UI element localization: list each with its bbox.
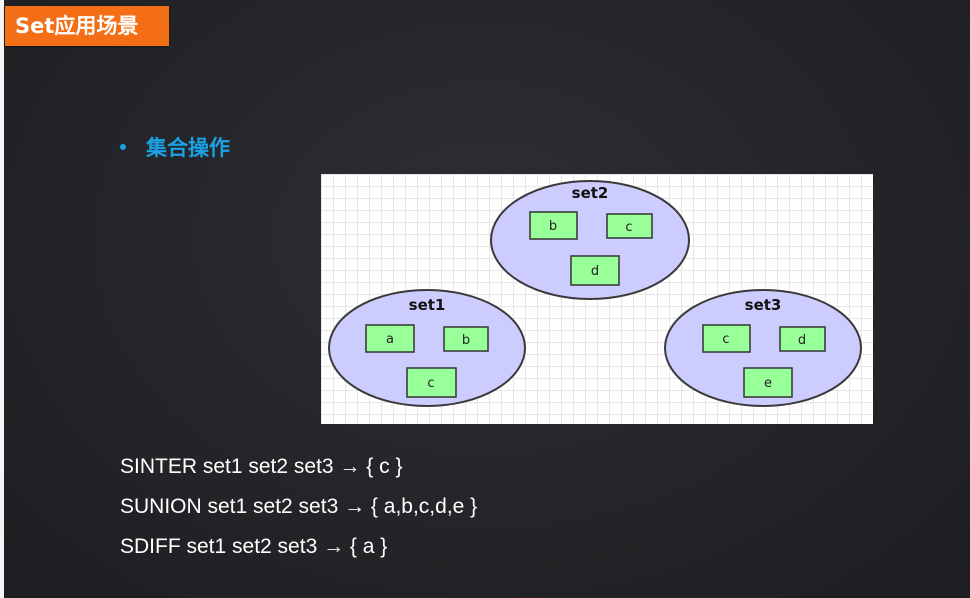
set1-member-c-box [406,367,457,398]
set3-label: set3 [745,296,782,314]
set2-member-c-box [606,213,653,239]
set-diagram: set2 b c d set1 a b c set3 c d [321,174,873,424]
bullet-text: 集合操作 [146,136,230,160]
set3-member-c-box [702,324,751,353]
command-sdiff: SDIFF set1 set2 set3 → { a } [120,535,388,558]
set-diagram-svg: set2 b c d set1 a b c set3 c d [328,180,862,407]
set2-ellipse [490,180,690,300]
bullet-item: 集合操作 [120,132,230,162]
set2-member-b-box [529,211,578,240]
set3-member-d-box [779,326,826,352]
command-list: SINTER set1 set2 set3 → { c } SUNION set… [120,450,477,570]
command-sunion: SUNION set1 set2 set3 → { a,b,c,d,e } [120,495,478,518]
bullet-dot-icon [120,144,126,150]
set1-member-b-box [443,326,489,352]
set2-member-d: d [591,264,599,279]
set1-member-a-box [365,324,415,353]
set2-label: set2 [572,184,609,202]
command-sinter: SINTER set1 set2 set3 → { c } [120,455,403,478]
set3-member-c: c [722,332,729,347]
set3-member-e-box [743,367,793,398]
set2-member-b: b [549,219,557,234]
slide-left-edge [0,0,4,598]
set1-group: set1 a b c [328,289,526,407]
set1-member-b: b [462,333,470,348]
set1-member-a: a [386,332,394,347]
set1-ellipse [328,289,526,407]
set2-group: set2 b c d [490,180,690,300]
set1-member-c: c [427,376,434,391]
set1-label: set1 [409,296,446,314]
set2-member-c: c [625,220,632,235]
set3-member-d: d [798,333,806,348]
slide-title: Set应用场景 [5,6,169,46]
set3-ellipse [664,289,862,407]
set3-member-e: e [764,376,772,391]
set2-member-d-box [570,255,620,286]
set3-group: set3 c d e [664,289,862,407]
